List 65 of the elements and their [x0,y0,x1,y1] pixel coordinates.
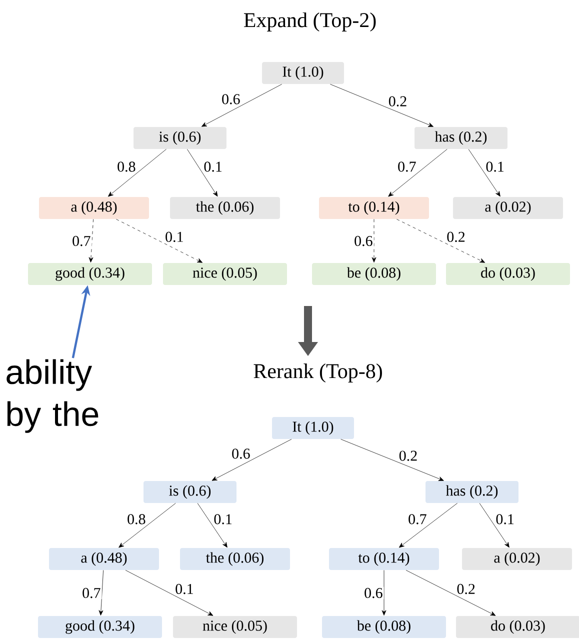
token-box: be (0.08) [322,616,446,638]
arrow [197,503,228,548]
arrow [187,149,218,197]
arrow [479,503,510,548]
arrow [98,570,104,616]
token-box: the (0.06) [170,197,280,219]
token-box: has (0.2) [414,127,508,149]
edge-label: 0.2 [387,95,408,108]
tree-title: Expand (Top-2) [244,12,376,32]
arrow [330,84,434,127]
edge-label: 0.1 [494,513,516,526]
arrow [212,439,292,481]
token-box: is (0.6) [134,127,226,149]
token-box: a (0.48) [49,548,159,570]
token-box: good (0.34) [38,616,162,638]
edge-label: 0.1 [202,160,224,173]
arrow [388,149,448,197]
arrow [108,149,166,197]
token-box: is (0.6) [144,481,236,503]
edge-label: 0.1 [164,230,185,243]
token-box: nice (0.05) [163,263,287,285]
token-box: a (0.02) [462,548,572,570]
token-box: a (0.02) [453,197,563,219]
arrow [372,219,376,262]
edge-label: 0.1 [174,582,195,596]
token-box: a (0.48) [39,197,149,219]
edge-label: 0.2 [446,230,466,243]
tree-title: Rerank (Top-8) [254,363,382,383]
annotation-text: ability by the [6,359,98,433]
edge-label: 0.2 [398,450,419,462]
token-box: nice (0.05) [173,616,297,638]
edge-label: 0.7 [81,586,102,600]
edge-label: 0.6 [353,234,374,248]
edge-label: 0.8 [116,160,137,173]
arrow [406,570,496,616]
edge-label: 0.7 [71,234,92,248]
edge-label: 0.6 [363,586,384,600]
token-box: to (0.14) [319,197,429,219]
token-box: the (0.06) [180,548,290,570]
arrow [118,503,176,548]
edge-label: 0.7 [407,513,428,526]
token-box: It (1.0) [272,417,354,439]
token-box: be (0.08) [312,263,436,285]
token-box: good (0.34) [28,263,152,285]
edge-label: 0.8 [126,513,147,526]
token-box: do (0.03) [456,616,579,638]
token-box: has (0.2) [426,481,518,503]
edge-label: 0.1 [212,513,234,526]
edge-label: 0.6 [230,448,252,460]
arrow [340,439,444,481]
arrow [468,149,500,197]
token-box: to (0.14) [329,548,439,570]
arrow [201,84,282,127]
arrow [116,219,203,263]
arrow [396,219,486,263]
arrow [398,503,458,548]
edge-label: 0.6 [220,93,242,106]
arrow [125,570,214,616]
edge-label: 0.1 [484,160,506,173]
token-box: It (1.0) [262,62,344,84]
edge-label: 0.7 [396,160,418,173]
token-box: do (0.03) [446,263,570,285]
edge-label: 0.2 [456,582,476,596]
arrow [382,570,386,616]
arrow [88,219,94,262]
